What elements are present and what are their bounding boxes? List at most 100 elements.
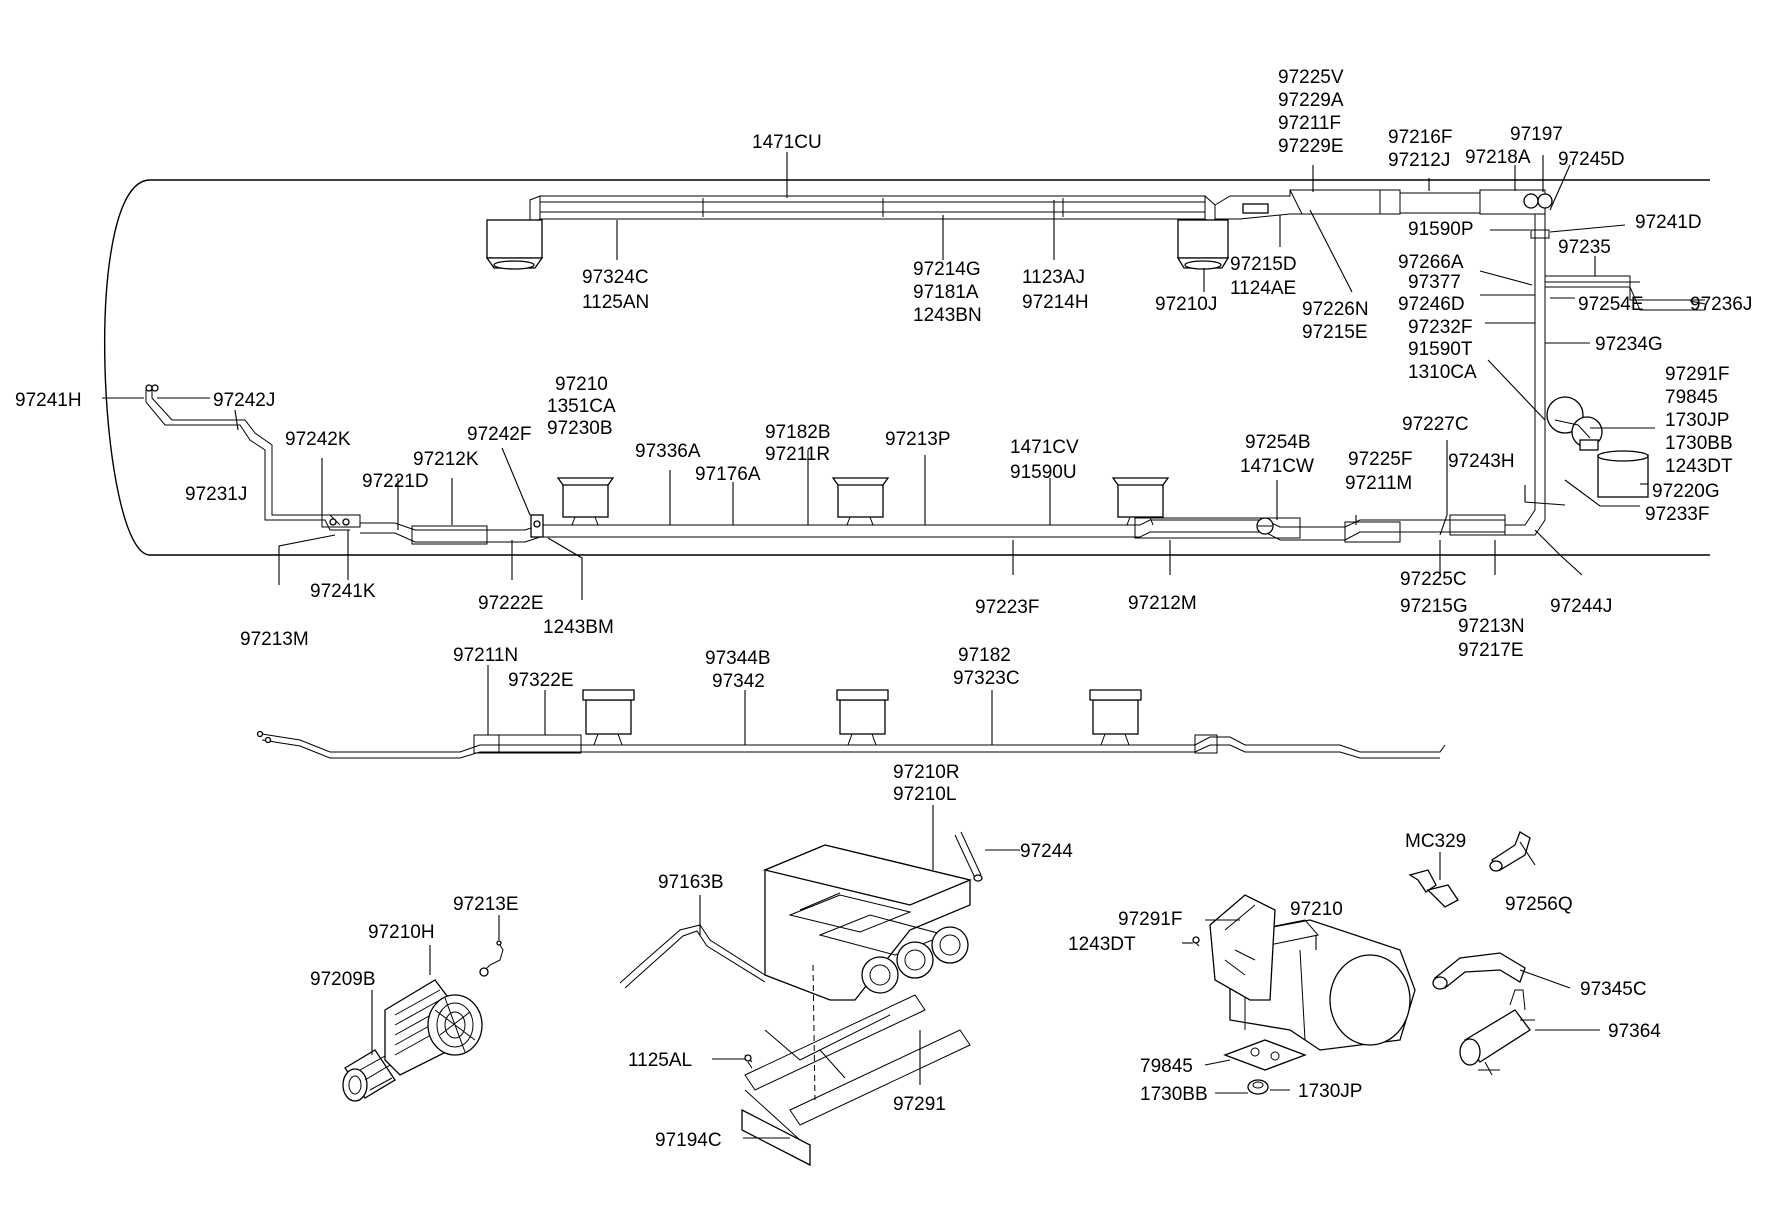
part-label: 1243DT: [1665, 456, 1733, 477]
part-label: 1730JP: [1665, 410, 1729, 431]
part-label: 1351CA: [547, 396, 616, 417]
part-label: 1124AE: [1230, 278, 1296, 299]
part-label: 79845: [1665, 387, 1718, 408]
heater-unit-middle-2: [831, 477, 890, 526]
part-label: 97256Q: [1505, 894, 1573, 915]
part-label: 97254E: [1578, 294, 1644, 315]
part-label: 1243BM: [543, 617, 614, 638]
part-label: 97236J: [1690, 294, 1752, 315]
part-label: 97212K: [413, 449, 479, 470]
part-label: 97210: [555, 374, 608, 395]
part-label: 97242K: [285, 429, 351, 450]
part-label: 1243DT: [1068, 934, 1136, 955]
part-label: 97214G: [913, 259, 981, 280]
part-label: 1125AL: [628, 1050, 692, 1071]
part-label: 1730BB: [1140, 1084, 1208, 1105]
part-label: 97234G: [1595, 334, 1663, 355]
part-label: 97197: [1510, 124, 1563, 145]
part-label: 97223F: [975, 597, 1039, 618]
vehicle-body-outline: [104, 179, 1710, 556]
part-label: 97211N: [453, 645, 518, 666]
part-label: 1730JP: [1298, 1081, 1362, 1102]
part-label: 97216F: [1388, 127, 1452, 148]
part-label: 97211F: [1278, 113, 1341, 134]
part-label: 1471CW: [1240, 456, 1314, 477]
part-label: 97322E: [508, 670, 574, 691]
part-label: MC329: [1405, 831, 1466, 852]
part-label: 97342: [712, 671, 765, 692]
part-label: 97220G: [1652, 481, 1720, 502]
part-label: 97241H: [15, 390, 82, 411]
part-label: 97218A: [1465, 147, 1531, 168]
part-label: 91590T: [1408, 339, 1473, 360]
part-label: 97225C: [1400, 569, 1467, 590]
part-label: 1471CU: [752, 132, 822, 153]
clip-mc329: [1408, 869, 1459, 908]
part-label: 97225F: [1348, 449, 1412, 470]
part-label: 97210L: [893, 784, 956, 805]
leader-lines: [102, 152, 1706, 1139]
part-label: 97229E: [1278, 136, 1344, 157]
part-label: 97291: [893, 1094, 946, 1115]
part-label: 97245D: [1558, 149, 1625, 170]
part-label: 79845: [1140, 1056, 1193, 1077]
part-label: 97246D: [1398, 294, 1465, 315]
part-label: 97212J: [1388, 150, 1450, 171]
part-label: 97254B: [1245, 432, 1311, 453]
part-label: 97182B: [765, 422, 831, 443]
part-label: 97210J: [1155, 294, 1217, 315]
part-label: 97209B: [310, 969, 376, 990]
hose-97256q: [1489, 831, 1531, 872]
heater-core-assembly: [619, 831, 983, 1167]
part-label: 97244J: [1550, 596, 1612, 617]
part-label: 97210: [1290, 899, 1343, 920]
part-label: 97233F: [1645, 504, 1709, 525]
part-label: 97181A: [913, 282, 979, 303]
heater-unit-lower-2: [836, 689, 889, 746]
part-label: 97235: [1558, 237, 1611, 258]
part-label: 1310CA: [1408, 362, 1477, 383]
part-label: 91590U: [1010, 462, 1077, 483]
part-label: 97217E: [1458, 640, 1524, 661]
heater-unit-right-side: [1579, 439, 1649, 498]
part-label: 97232F: [1408, 317, 1472, 338]
part-label: 97377: [1408, 272, 1461, 293]
part-label: 97163B: [658, 872, 724, 893]
part-label: 97210R: [893, 762, 960, 783]
heater-unit-lower-1: [582, 689, 635, 746]
part-label: 97324C: [582, 267, 649, 288]
part-label: 97227C: [1402, 414, 1469, 435]
part-label: 97244: [1020, 841, 1073, 862]
part-label: 97241K: [310, 581, 376, 602]
part-label: 97215G: [1400, 596, 1468, 617]
part-label: 97215D: [1230, 254, 1297, 275]
part-label: 97211R: [765, 444, 830, 465]
part-label: 97344B: [705, 648, 771, 669]
part-label: 97214H: [1022, 292, 1089, 313]
heater-assembly-right: [1192, 894, 1416, 1095]
part-label: 97226N: [1302, 299, 1369, 320]
heater-unit-middle-3: [1111, 477, 1170, 526]
part-label: 1243BN: [913, 305, 982, 326]
part-label: 97336A: [635, 441, 701, 462]
part-label: 97230B: [547, 418, 613, 439]
upper-duct-assembly: [485, 189, 1705, 536]
middle-duct-assembly: [145, 384, 1506, 545]
part-label: 97222E: [478, 593, 544, 614]
part-label: 1125AN: [582, 292, 649, 313]
part-label: 97194C: [655, 1130, 722, 1151]
part-label: 97229A: [1278, 90, 1344, 111]
part-label: 97242F: [467, 424, 531, 445]
part-label: 97242J: [213, 390, 275, 411]
part-label: 97345C: [1580, 979, 1647, 1000]
part-label: 97364: [1608, 1021, 1661, 1042]
part-label: 97213N: [1458, 616, 1525, 637]
part-label: 97210H: [368, 922, 435, 943]
part-label: 97215E: [1302, 322, 1368, 343]
part-label: 91590P: [1408, 219, 1474, 240]
heater-unit-lower-3: [1089, 689, 1142, 746]
heater-unit-middle-1: [556, 477, 615, 526]
part-label: 97182: [958, 645, 1011, 666]
